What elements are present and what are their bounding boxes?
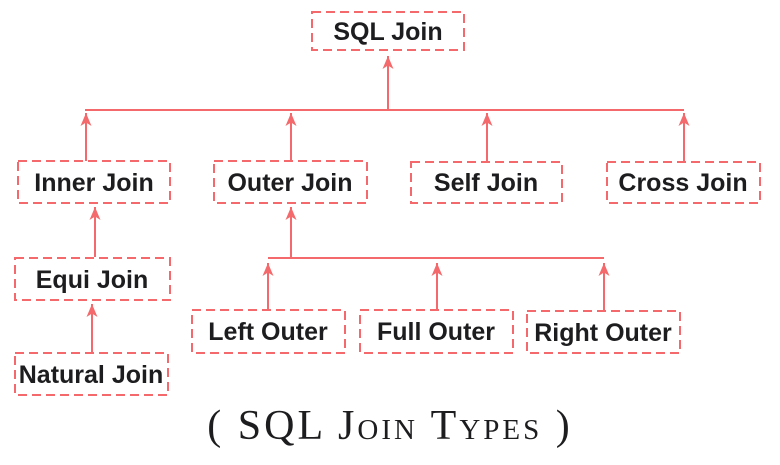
diagram-caption: ( SQL Join Types ) (207, 403, 573, 449)
node-box-equi-join (14, 257, 171, 301)
node-label-equi-join: Equi Join (36, 266, 149, 294)
node-box-cross-join (606, 161, 761, 204)
node-box-inner-join (17, 160, 171, 204)
node-box-sql-join (311, 11, 465, 51)
node-label-left-outer: Left Outer (208, 318, 328, 346)
node-box-natural-join (14, 352, 169, 396)
node-label-inner-join: Inner Join (34, 169, 153, 197)
node-box-left-outer (191, 309, 346, 354)
node-box-right-outer (526, 310, 681, 354)
node-box-self-join (410, 161, 563, 204)
node-label-full-outer: Full Outer (377, 318, 495, 346)
node-label-natural-join: Natural Join (19, 361, 163, 389)
node-label-self-join: Self Join (434, 169, 538, 197)
node-label-right-outer: Right Outer (534, 319, 672, 347)
node-label-outer-join: Outer Join (227, 169, 352, 197)
node-label-cross-join: Cross Join (618, 169, 747, 197)
node-box-outer-join (213, 160, 368, 204)
node-label-sql-join: SQL Join (333, 18, 442, 46)
node-box-full-outer (359, 309, 514, 354)
